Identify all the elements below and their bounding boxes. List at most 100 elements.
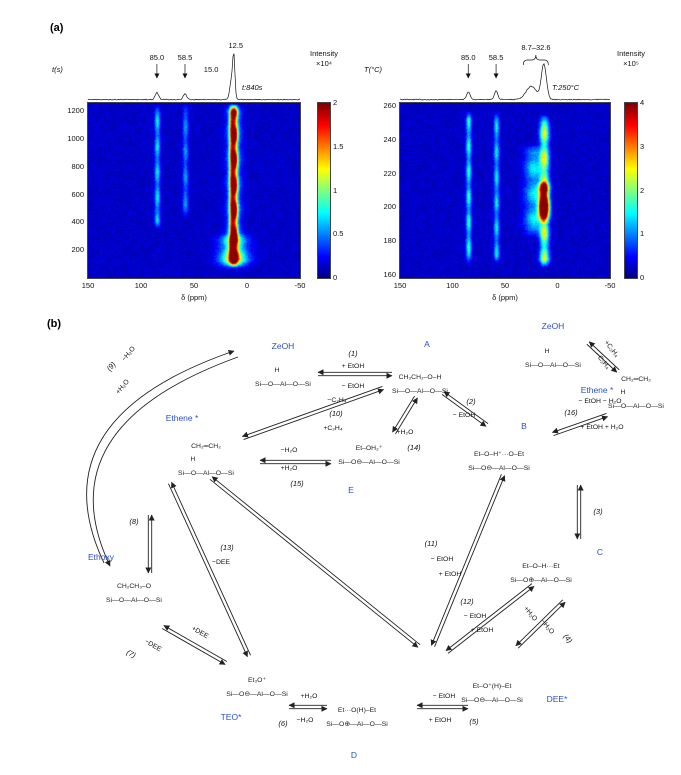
y-tick: 180 [383, 235, 396, 245]
pb-species-ethoxy-l1: CH₂CH₃–O [117, 583, 151, 590]
pb-species-zeoh1-l1: H [275, 367, 280, 374]
pb-species-a-l2: Si—O—Al—O—Si [392, 388, 448, 395]
trace-line [399, 63, 611, 101]
y-tick: 1200 [67, 106, 84, 116]
equilibrium-arrow [243, 388, 385, 441]
pb-steps-s9-label: (9) [105, 360, 118, 373]
equilibrium-arrow [588, 341, 620, 371]
x-axis-label: δ (ppm) [181, 293, 207, 302]
peak-annotation: 85.0 [150, 53, 165, 62]
colorbar-tick: 1 [333, 185, 338, 195]
pb-species-ethene1-l1: CH₂═CH₂ [191, 443, 221, 450]
pb-steps-s2-label: (2) [466, 397, 476, 406]
pb-steps-s15-label: (15) [290, 479, 304, 488]
x-tick: 100 [446, 281, 459, 290]
x-tick: 50 [500, 281, 510, 290]
colorbar-tick: 2 [640, 185, 645, 195]
pb-species-ethoxy-label: Ethoxy [88, 552, 115, 562]
pb-steps-s1-label: (1) [348, 349, 358, 358]
y-tick: 200 [383, 202, 396, 212]
pb-steps-s16-r1: − EtOH − H₂O [578, 398, 621, 405]
pb-species-ethene2-label: Ethene * [581, 385, 614, 395]
equilibrium-arrow [443, 391, 489, 424]
pb-species-d-l2: Si—O⊕—Al—O—Si [326, 721, 388, 728]
x-axis-label: δ (ppm) [492, 293, 518, 302]
x-tick: 0 [244, 281, 250, 290]
pb-steps-s5-r1: − EtOH [433, 693, 456, 700]
pb-species-teo-label: TEO* [221, 712, 242, 722]
y-tick: 160 [383, 269, 396, 279]
pb-steps-s7-label: (7) [125, 648, 138, 661]
pb-steps-s7-r2: −DEE [143, 638, 162, 653]
colorbar-scale: ×10⁴ [316, 59, 332, 68]
heatmap-canvas [399, 102, 611, 279]
x-tick: -50 [294, 281, 306, 290]
pb-steps-s12-r1: − EtOH [464, 613, 487, 620]
equilibrium-arrow [92, 356, 239, 567]
diagram-labels: (b)ZeOHHSi—O—Al—O—SiACH₃CH₂–O–HSi—O—Al—O… [47, 318, 664, 760]
pb-steps-s16-r2: + EtOH + H₂O [580, 424, 623, 431]
equilibrium-arrow [447, 585, 535, 654]
pb-species-c-l2: Si—O⊕—Al—O—Si [510, 577, 572, 584]
y-tick: 220 [383, 168, 396, 178]
colorbar-label: Intensity [617, 49, 645, 58]
equilibrium-arrow [434, 475, 506, 647]
equilibrium-arrow [241, 385, 383, 438]
equilibrium-arrow [86, 349, 235, 564]
pb-steps-s5-label: (5) [469, 717, 479, 726]
x-tick: 0 [555, 281, 560, 290]
pb-species-zeoh1-l2: Si—O—Al—O—Si [255, 381, 311, 388]
pb-steps-s14-r1: +H₂O [397, 429, 414, 436]
peak-annotation: 58.5 [178, 53, 193, 62]
heatmap-canvas [87, 102, 301, 279]
pb-steps-s5-r2: + EtOH [429, 717, 452, 724]
equilibrium-arrow [392, 395, 415, 433]
x-tick: 150 [81, 281, 95, 290]
colorbar-tick: 0 [333, 273, 338, 282]
equilibrium-arrow [441, 394, 487, 427]
equilibrium-arrow [211, 476, 421, 646]
y-tick: 1000 [67, 134, 84, 144]
x-tick: -50 [604, 281, 616, 290]
pb-species-teo-l2: Si—O⊖—Al—O—Si [226, 691, 288, 698]
y-tick: 400 [71, 217, 84, 227]
pb-steps-s15-r1: −H₂O [281, 447, 298, 454]
pb-steps-s12-r2: + EtOH [471, 627, 494, 634]
y-tick: 800 [71, 161, 84, 171]
panel-b-reaction-network-diagram: (b)ZeOHHSi—O—Al—O—SiACH₃CH₂–O–HSi—O—Al—O… [47, 318, 664, 760]
panel-a-label: (a) [50, 22, 64, 34]
y-tick: 240 [383, 135, 396, 145]
pb-species-ethene1-l3: Si—O—Al—O—Si [178, 470, 234, 477]
pb-species-teo-l1: Et₃O⁺ [248, 677, 266, 684]
colorbar-tick: 4 [640, 98, 645, 107]
pb-steps-s2-r1: − EtOH [453, 412, 476, 419]
pb-steps-s10-r2: +C₂H₄ [323, 425, 342, 432]
equilibrium-arrow [171, 481, 251, 656]
pb-species-ethene2-l3: Si—O—Al—O—Si [608, 403, 664, 410]
pb-species-ethene1-label: Ethene * [166, 413, 199, 423]
y-tick: 200 [71, 245, 84, 255]
pb-steps-s4-r2: −H₂O [539, 618, 555, 635]
colorbar-label: Intensity [310, 49, 338, 58]
condition-label: t:840s [242, 83, 263, 92]
pb-species-d-l1: Et···O(H)–Et [338, 707, 376, 714]
pb-species-zeoh2-l1: H [545, 348, 550, 355]
pb-species-e-label: E [348, 485, 354, 495]
trace-line [87, 53, 301, 101]
equilibrium-arrows [86, 341, 620, 712]
pb-species-dee-label: DEE* [547, 694, 568, 704]
pb-steps-s10-label: (10) [329, 409, 343, 418]
peak-annotation: 12.5 [228, 41, 243, 50]
pb-species-e-l1: Et–OH₂⁺ [356, 445, 383, 452]
pb-species-b-l2: Si—O⊖—Al—O—Si [468, 465, 530, 472]
pb-steps-s9-r1: −H₂O [121, 345, 137, 362]
pb-steps-s11-r2: + EtOH [439, 571, 462, 578]
condition-label: T:250°C [552, 83, 580, 92]
colorbar-tick: 0 [640, 273, 645, 282]
pb-steps-s7-r1: +DEE [190, 625, 209, 640]
pb-species-b-label: B [521, 421, 527, 431]
